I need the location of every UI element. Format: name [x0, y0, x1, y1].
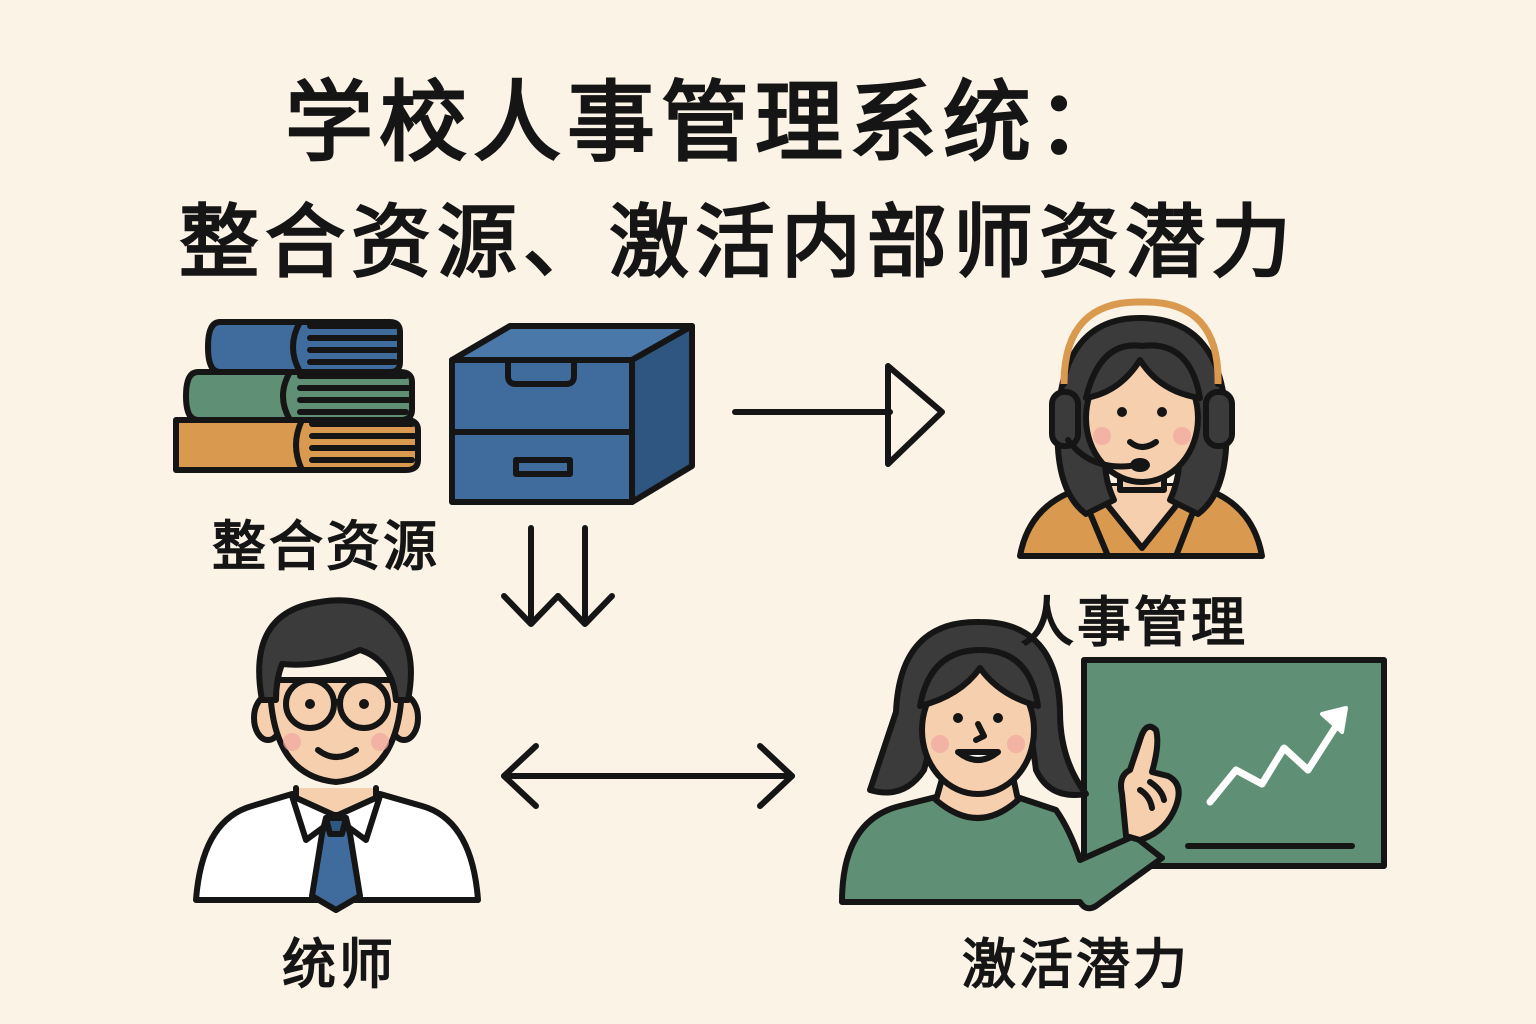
title-line-1: 学校人事管理系统： [284, 71, 1131, 174]
presenter-icon [839, 618, 1182, 912]
double-down-arrow-icon [501, 525, 615, 627]
arrow-right-icon [732, 363, 945, 467]
headset-person-icon [1017, 298, 1265, 559]
label-teacher: 统师 [282, 933, 396, 996]
label-activate-potential: 激活潜力 [962, 933, 1190, 996]
title-line-2: 整合资源、激活内部师资潜力 [179, 196, 1297, 289]
teacher-icon [193, 597, 481, 913]
label-hr-management: 人事管理 [1020, 591, 1248, 654]
double-headed-arrow-icon [501, 743, 795, 809]
books-icon [173, 319, 421, 473]
filing-cabinet-icon [449, 323, 695, 505]
label-integrate-resources: 整合资源 [212, 515, 440, 578]
